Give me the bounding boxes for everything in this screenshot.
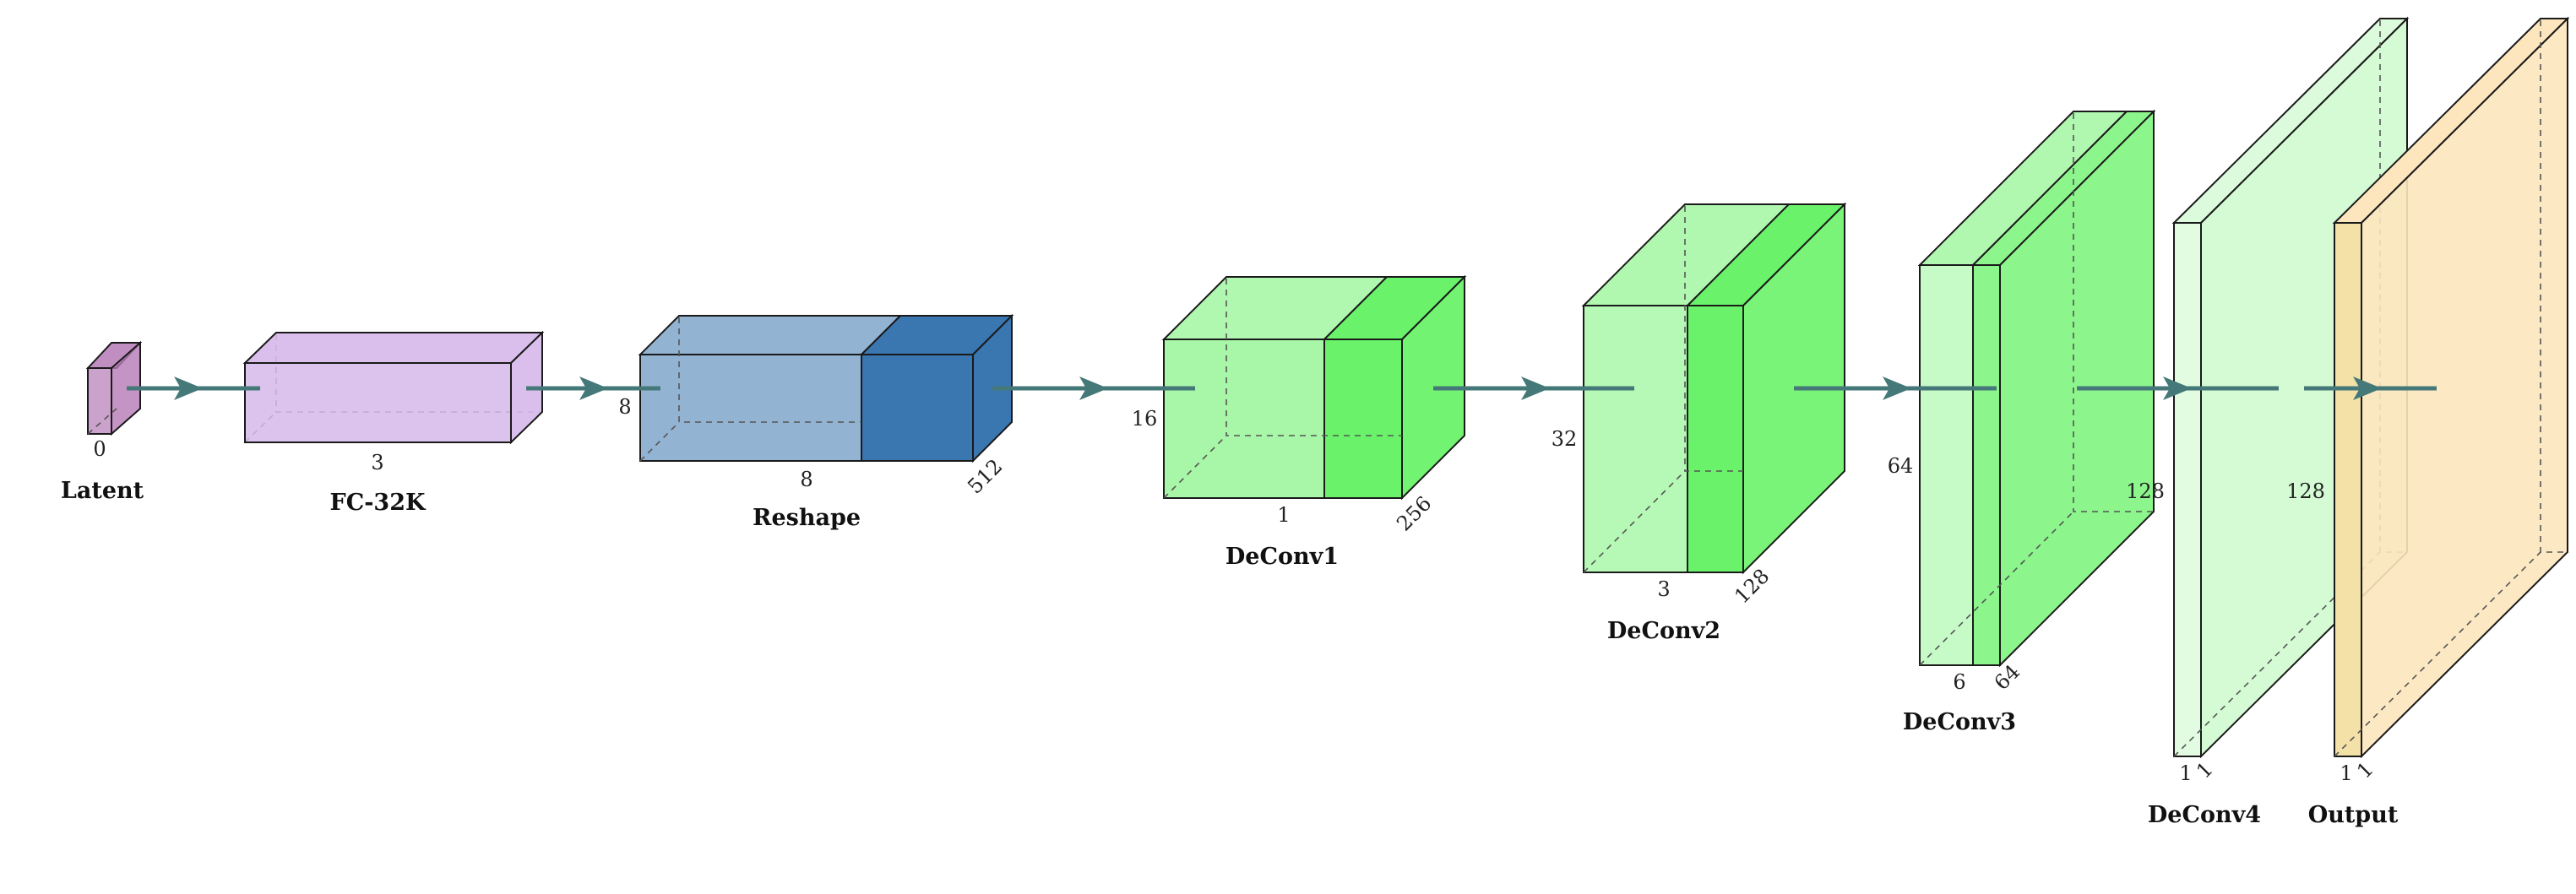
layer-fc-32k: 3 FC-32K bbox=[242, 330, 545, 516]
output-dim-height: 128 bbox=[2286, 480, 2325, 503]
deconv4-front-face bbox=[2173, 222, 2202, 757]
deconv3-dim-height: 64 bbox=[1888, 454, 1914, 478]
deconv4-dim-depth: 1 bbox=[2192, 757, 2218, 783]
reshape-front-dark bbox=[861, 354, 974, 462]
arrow-deconv4-to-output bbox=[2304, 377, 2437, 400]
arrow-fc-to-reshape bbox=[526, 377, 660, 400]
layer-latent: 0 Latent bbox=[61, 340, 144, 504]
arrow-deconv2-to-deconv3 bbox=[1794, 377, 1997, 400]
layer-deconv3: 64 6 64 DeConv3 bbox=[1888, 109, 2156, 735]
deconv4-dim-height: 128 bbox=[2126, 480, 2165, 503]
latent-dim-depth: 0 bbox=[93, 437, 106, 461]
deconv2-dim-height: 32 bbox=[1552, 427, 1578, 451]
arrow-deconv3-to-deconv4 bbox=[2077, 377, 2279, 400]
deconv3-caption: DeConv3 bbox=[1903, 709, 2016, 735]
deconv2-front-dark bbox=[1687, 305, 1744, 573]
fc-dim-depth: 3 bbox=[371, 451, 383, 474]
output-dim-depth: 1 bbox=[2352, 757, 2378, 783]
deconv2-front-light bbox=[1583, 305, 1688, 573]
deconv2-caption: DeConv2 bbox=[1607, 618, 1720, 644]
connections bbox=[127, 377, 2437, 400]
reshape-front-light bbox=[639, 354, 862, 462]
deconv3-front-light bbox=[1919, 264, 1974, 666]
fc-caption: FC-32K bbox=[330, 490, 427, 516]
deconv1-caption: DeConv1 bbox=[1226, 544, 1339, 570]
layer-deconv1: 16 1 256 DeConv1 bbox=[1132, 274, 1467, 570]
deconv3-front-dark bbox=[1972, 264, 2001, 666]
reshape-dim-width: 8 bbox=[800, 468, 812, 491]
fc-top-face bbox=[242, 332, 545, 364]
output-dim-width: 1 bbox=[2340, 761, 2352, 785]
output-front-face bbox=[2334, 222, 2362, 757]
deconv2-dim-width: 3 bbox=[1657, 577, 1670, 601]
deconv1-dim-height: 16 bbox=[1132, 407, 1158, 431]
layer-deconv2: 32 3 128 DeConv2 bbox=[1552, 202, 1847, 644]
reshape-caption: Reshape bbox=[753, 505, 861, 531]
latent-caption: Latent bbox=[61, 478, 144, 504]
arrow-latent-to-fc bbox=[127, 377, 260, 400]
output-caption: Output bbox=[2308, 802, 2399, 828]
arrow-reshape-to-deconv1 bbox=[992, 377, 1195, 400]
layer-reshape: 8 8 512 Reshape bbox=[618, 313, 1014, 531]
reshape-dim-height: 8 bbox=[618, 395, 631, 419]
deconv1-front-dark bbox=[1323, 339, 1403, 499]
deconv4-dim-width: 1 bbox=[2179, 761, 2192, 785]
deconv4-caption: DeConv4 bbox=[2148, 802, 2261, 828]
layer-output: 128 1 1 Output bbox=[2286, 16, 2570, 828]
deconv3-dim-width: 6 bbox=[1953, 670, 1965, 694]
arrow-deconv1-to-deconv2 bbox=[1433, 377, 1634, 400]
fc-front-face bbox=[244, 362, 512, 443]
deconv1-dim-width: 1 bbox=[1277, 503, 1290, 527]
